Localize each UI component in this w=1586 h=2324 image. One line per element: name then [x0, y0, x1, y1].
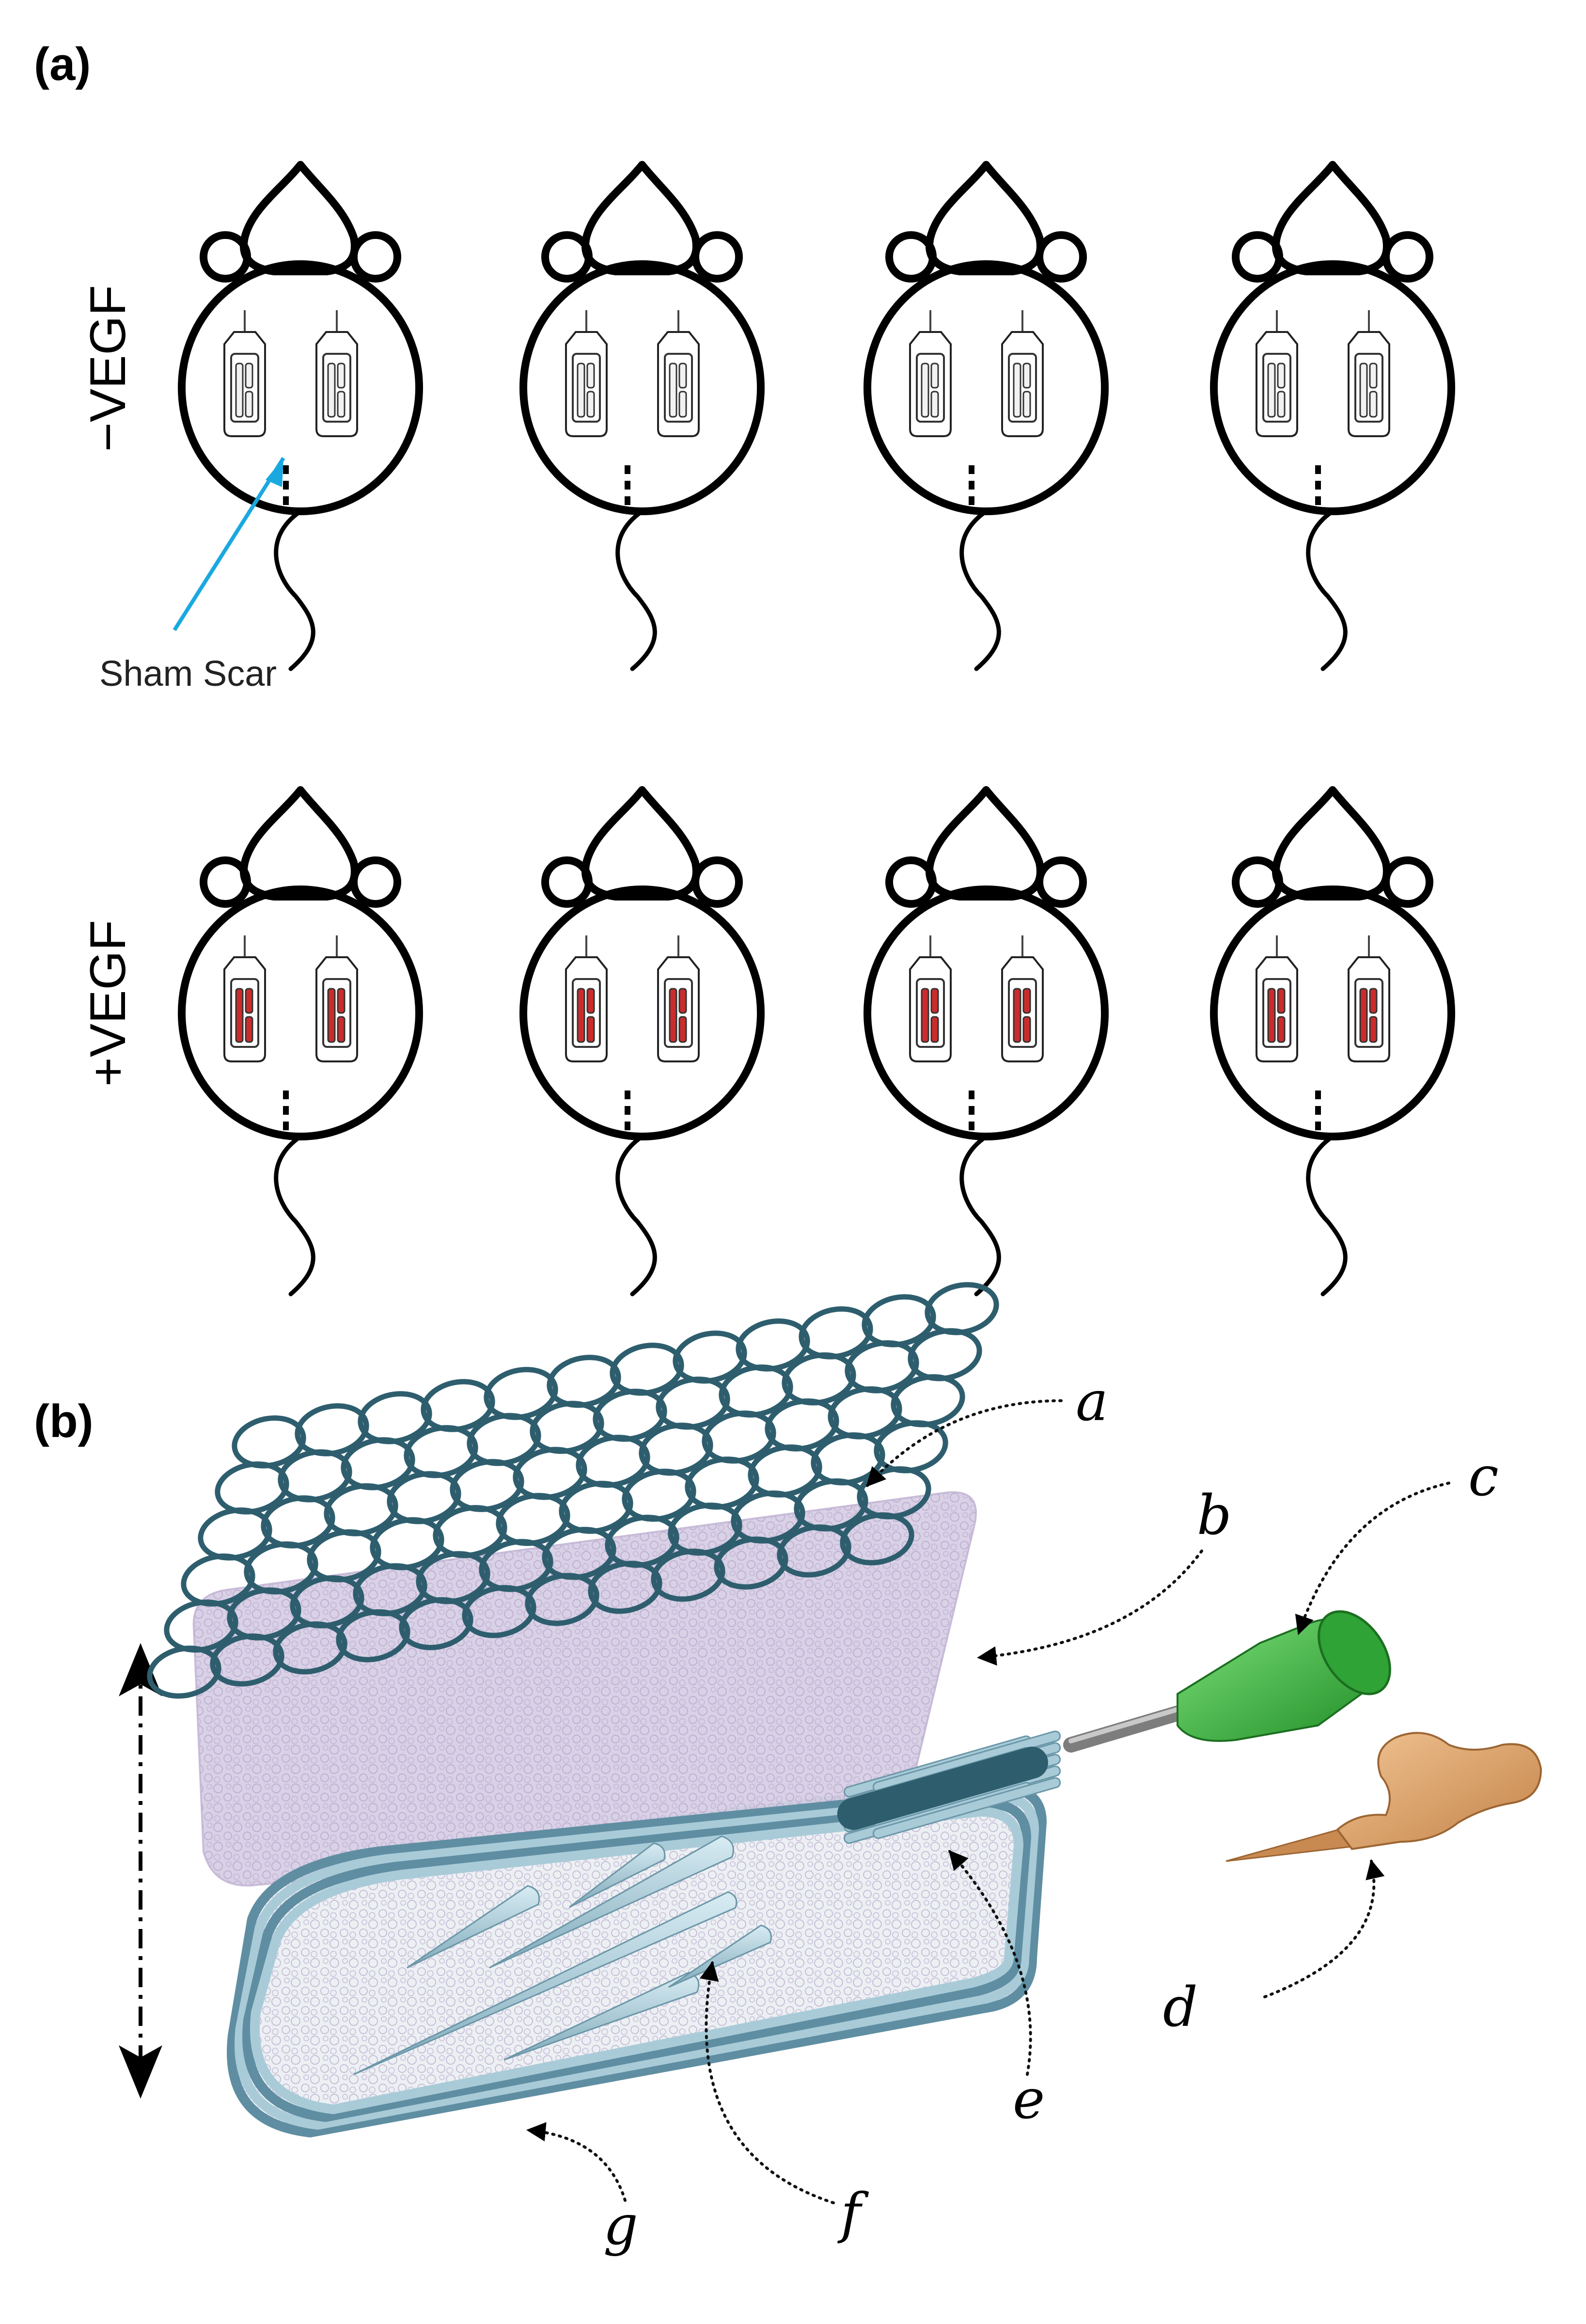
implant-device	[909, 934, 952, 1062]
mesh-loop	[925, 1282, 999, 1335]
callout-letter-c: c	[1468, 1445, 1499, 1508]
row-label-minus-vegf: −VEGF	[80, 285, 136, 452]
callout-arrow-d	[1263, 1859, 1385, 1998]
mesh-loop	[610, 1343, 684, 1396]
frame-tube	[227, 1784, 1047, 2137]
mesh-loop	[862, 1294, 936, 1347]
panel-a-label: (a)	[34, 38, 91, 90]
callout-arrow-c	[1295, 1482, 1450, 1635]
spike	[353, 1891, 738, 2075]
implant-device	[1001, 934, 1044, 1062]
callout-arrow-b	[977, 1549, 1203, 1666]
callout-letter-a: a	[1076, 1370, 1108, 1433]
frame-tube	[235, 1791, 1039, 2130]
mouse-minus-vegf-2	[523, 165, 761, 669]
connector-bundle	[837, 1730, 1061, 1844]
mesh-loop	[547, 1355, 621, 1408]
mesh-loop	[484, 1367, 558, 1420]
row-label-plus-vegf: +VEGF	[80, 920, 136, 1087]
mesh-loop	[673, 1330, 747, 1384]
implant-device	[1256, 309, 1298, 437]
mesh-loop	[295, 1403, 369, 1456]
spike	[569, 1842, 666, 1908]
mesh-loop	[232, 1415, 306, 1469]
spike	[503, 1972, 700, 2061]
callout-arrow-a	[866, 1399, 1063, 1487]
mouse-plus-vegf-2	[523, 790, 761, 1294]
vertical-double-arrow	[119, 1643, 162, 2099]
mesh-loop	[736, 1318, 810, 1372]
sham-scar-arrowhead	[266, 458, 283, 487]
frame-tube	[250, 1807, 1023, 2114]
callout-arrow-g	[526, 2122, 627, 2202]
panel-a-mice	[182, 165, 1451, 1294]
mouse-minus-vegf-1	[182, 165, 419, 669]
mouse-plus-vegf-1	[182, 790, 419, 1294]
callouts	[526, 1399, 1450, 2204]
mesh-loop	[799, 1306, 873, 1360]
implant-device	[1256, 934, 1298, 1062]
needle-with-hub	[1063, 1610, 1391, 1753]
implant-device	[315, 934, 358, 1062]
callout-letter-b: b	[1197, 1484, 1232, 1547]
implant-device	[1348, 309, 1390, 437]
implant-device	[657, 309, 700, 437]
device-frame	[227, 1784, 1047, 2137]
spike	[668, 1924, 772, 1988]
porous-membrane	[192, 1491, 977, 1887]
sham-scar-label: Sham Scar	[99, 653, 277, 694]
callout-letter-g: g	[603, 2194, 638, 2257]
mesh-loop	[421, 1379, 495, 1432]
frame-tube	[242, 1799, 1031, 2122]
sham-scar-annotation: Sham Scar	[99, 457, 285, 694]
mouse-minus-vegf-3	[867, 165, 1105, 669]
implant-device	[223, 309, 266, 437]
sham-scar-arrow	[173, 457, 285, 632]
callout-letter-f: f	[837, 2182, 869, 2245]
implant-device	[565, 309, 608, 437]
spike	[407, 1885, 540, 1969]
implant-device	[223, 934, 266, 1062]
callout-letter-d: d	[1163, 1976, 1198, 2039]
implant-device	[315, 309, 358, 437]
implant-device	[1001, 309, 1044, 437]
mesh-layer	[147, 1282, 999, 1699]
mouse-minus-vegf-4	[1214, 165, 1451, 669]
bundle-tube	[872, 1777, 1061, 1839]
mesh-loop	[358, 1391, 432, 1444]
callout-arrow-e	[948, 1850, 1032, 2076]
mouse-plus-vegf-3	[867, 790, 1105, 1294]
spike	[489, 1835, 734, 1969]
implant-device	[657, 934, 700, 1062]
callout-arrow-f	[699, 1961, 835, 2204]
callout-letter-e: e	[1013, 2068, 1045, 2131]
mouse-plus-vegf-4	[1214, 790, 1451, 1294]
implant-device	[1348, 934, 1390, 1062]
implant-device	[565, 934, 608, 1062]
implant-device	[909, 309, 952, 437]
panel-b-label: (b)	[34, 1395, 94, 1447]
plug	[1225, 1732, 1542, 1862]
